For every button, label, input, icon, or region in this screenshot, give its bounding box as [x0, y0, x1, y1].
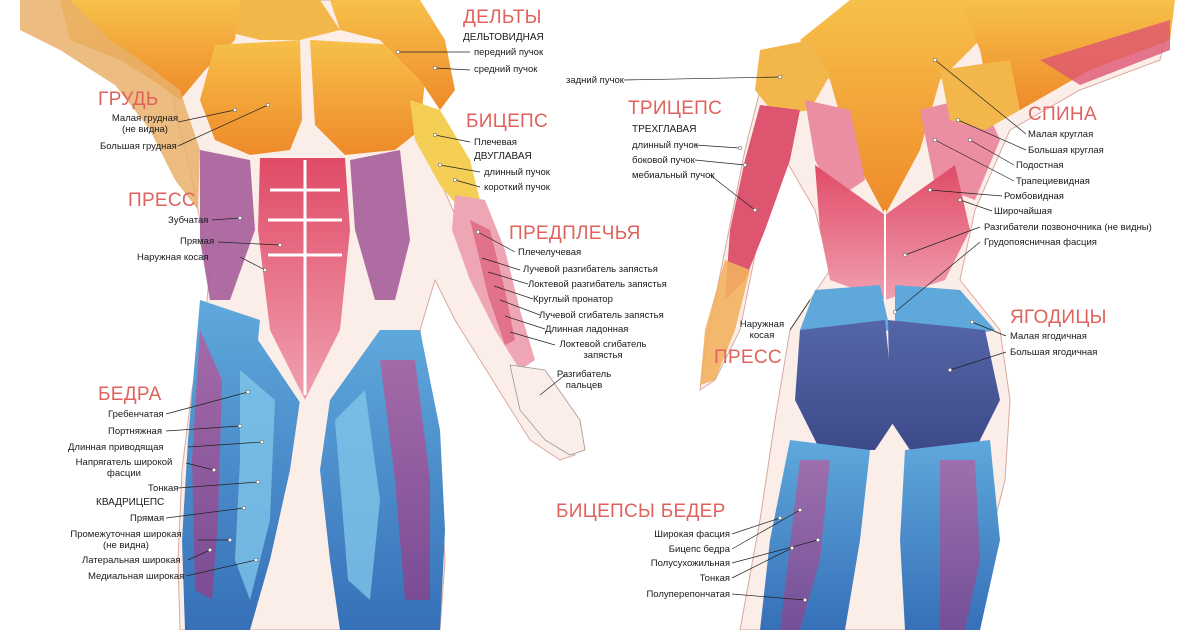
back-gluteus-maximus: [795, 320, 895, 450]
label-rhomboid: Ромбовидная: [1004, 191, 1064, 202]
front-deltoid-left: [60, 0, 240, 100]
label-pec-minor: Малая грудная (не видна): [111, 113, 179, 135]
sub-quadriceps: КВАДРИЦЕПС: [96, 497, 165, 508]
front-deltoid-right: [330, 0, 455, 110]
label-front-delt-anterior: передний пучок: [474, 47, 544, 58]
label-tensor-fasciae-latae: Напрягатель широкой фасции: [75, 457, 173, 479]
front-figure: [20, 0, 586, 630]
front-pectoral-left: [200, 40, 302, 155]
label-semitendinosus: Полусухожильная: [650, 558, 730, 569]
heading-abs-front: ПРЕСС: [128, 190, 196, 211]
label-palmaris-longus: Длинная ладонная: [545, 324, 629, 335]
label-latissimus: Широчайшая: [994, 206, 1052, 217]
heading-thighs: БЕДРА: [98, 384, 162, 405]
label-fascia-lata: Широкая фасция: [654, 529, 730, 540]
label-serratus: Зубчатая: [168, 215, 209, 226]
back-latissimus: [815, 165, 970, 300]
label-flexor-carpi-radialis: Лучевой сгибатель запястья: [539, 310, 664, 321]
label-pectineus: Гребенчатая: [108, 409, 164, 420]
heading-deltoids: ДЕЛЬТЫ: [463, 7, 542, 28]
label-erector-spinae: Разгибатели позвоночника (не видны): [984, 222, 1152, 233]
front-serratus-left: [200, 150, 255, 300]
label-ext-carpi-radialis: Лучевой разгибатель запястья: [523, 264, 658, 275]
label-vastus-intermedius: Промежуточная широкая (не видна): [70, 529, 182, 551]
back-deltoid-left: [755, 40, 830, 115]
label-biceps-short-head: короткий пучок: [484, 182, 550, 193]
front-hand-right: [509, 364, 586, 456]
sub-deltoid-muscle: ДЕЛЬТОВИДНАЯ: [463, 32, 544, 43]
label-biceps-long-head: длинный пучок: [484, 167, 550, 178]
back-trapezius: [800, 0, 980, 215]
label-brachioradialis: Плечелучевая: [518, 247, 582, 258]
heading-biceps: БИЦЕПС: [466, 111, 549, 132]
label-gracilis-front: Тонкая: [148, 483, 179, 494]
label-rectus-abdominis: Прямая: [180, 236, 215, 247]
label-triceps-long-head: длинный пучок: [632, 140, 698, 151]
label-trapezius: Трапециевидная: [1016, 176, 1090, 187]
front-upper-arm-left: [20, 0, 200, 210]
label-gracilis-back: Тонкая: [699, 573, 730, 584]
heading-abs-back: ПРЕСС: [714, 347, 782, 368]
heading-triceps: ТРИЦЕПС: [628, 98, 723, 119]
label-triceps-medial-head: мебиальный пучок: [632, 170, 715, 181]
label-gluteus-maximus: Большая ягодичная: [1010, 347, 1098, 358]
label-teres-minor: Малая круглая: [1028, 129, 1094, 140]
label-pec-major: Большая грудная: [100, 141, 177, 152]
label-teres-major: Большая круглая: [1028, 145, 1104, 156]
heading-chest: ГРУДЬ: [98, 89, 159, 110]
label-external-oblique-front: Наружная косая: [137, 252, 209, 263]
back-infraspinatus-left: [805, 100, 865, 200]
label-brachialis: Плечевая: [474, 137, 517, 148]
label-ext-carpi-ulnaris: Локтевой разгибатель запястья: [528, 279, 667, 290]
label-semimembranosus: Полуперепончатая: [646, 589, 730, 600]
sub-biceps-brachii: ДВУГЛАВАЯ: [474, 151, 532, 162]
label-thoracolumbar-fascia: Грудопоясничная фасция: [984, 237, 1097, 248]
front-serratus-right: [350, 150, 410, 300]
back-forearm-left: [700, 260, 750, 385]
label-flexor-carpi-ulnaris: Локтевой сгибатель запястья: [559, 339, 647, 361]
front-pectoral-right: [310, 40, 425, 155]
label-ext-digitorum: Разгибатель пальцев: [556, 369, 612, 391]
label-vastus-lateralis: Латеральная широкая: [82, 555, 181, 566]
heading-glutes: ЯГОДИЦЫ: [1010, 307, 1107, 328]
sub-triceps-brachii: ТРЕХГЛАВАЯ: [632, 124, 697, 135]
label-front-delt-middle: средний пучок: [474, 64, 538, 75]
label-pronator-teres: Круглый пронатор: [533, 294, 613, 305]
leader-lines: [165, 49, 1027, 603]
label-sartorius: Портняжная: [108, 426, 162, 437]
label-biceps-femoris: Бицепс бедра: [668, 544, 730, 555]
front-biceps-right: [410, 100, 480, 215]
label-rectus-femoris: Прямая: [130, 513, 165, 524]
heading-hamstrings: БИЦЕПСЫ БЕДЕР: [556, 501, 726, 522]
label-triceps-lateral-head: боковой пучок: [632, 155, 695, 166]
label-vastus-medialis: Медиальная широкая: [88, 571, 185, 582]
label-infraspinatus: Подостная: [1016, 160, 1064, 171]
label-gluteus-medius: Малая ягодичная: [1010, 331, 1087, 342]
label-rear-deltoid: задний пучок: [566, 75, 624, 86]
label-adductor-longus: Длинная приводящая: [68, 442, 164, 453]
back-figure: [699, 0, 1175, 630]
label-external-oblique-back: Наружная косая: [739, 319, 785, 341]
heading-forearms: ПРЕДПЛЕЧЬЯ: [509, 223, 641, 244]
front-trapezius: [220, 0, 340, 40]
heading-back: СПИНА: [1028, 104, 1097, 125]
back-triceps-left: [725, 105, 800, 300]
